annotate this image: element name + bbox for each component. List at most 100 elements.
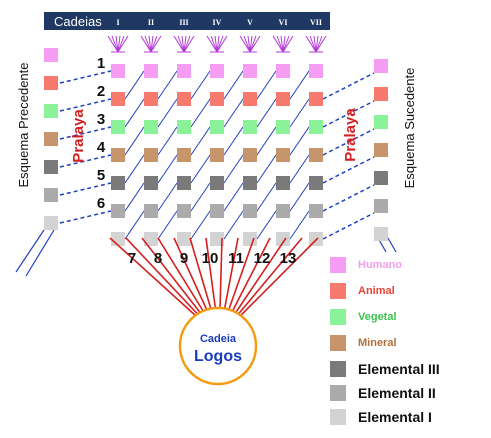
legend-swatch [330, 361, 346, 377]
chain-link [124, 126, 145, 156]
header-bar [44, 12, 330, 30]
fan-ray [247, 35, 251, 53]
square-mineral [210, 148, 224, 162]
fan-ray [150, 35, 154, 53]
square-humano [210, 64, 224, 78]
pralaya-right: Pralaya [342, 108, 359, 162]
square-elemental-iii [210, 176, 224, 190]
logos-fan-icon [107, 35, 129, 53]
header-label: Cadeias [54, 14, 102, 29]
square-animal [144, 92, 158, 106]
square-vegetal [276, 120, 290, 134]
round-line [222, 237, 239, 317]
logos-fan-icon [173, 35, 195, 53]
square-mineral [309, 148, 323, 162]
square-animal [243, 92, 257, 106]
fan-ray [315, 35, 327, 53]
square-elemental-iii [111, 176, 125, 190]
chain-link [190, 210, 211, 240]
dashed-link [59, 126, 112, 140]
fan-ray [309, 35, 317, 53]
square-humano [111, 64, 125, 78]
round-line [109, 237, 197, 317]
next-square-2 [374, 87, 388, 101]
chain-link [124, 154, 145, 184]
chain-numeral-3: III [179, 18, 188, 27]
square-elemental-ii [144, 204, 158, 218]
legend-label: Humano [358, 259, 402, 271]
square-elemental-iii [243, 176, 257, 190]
logos-fan-icon [272, 35, 294, 53]
fan-ray [216, 35, 224, 53]
round-number-2: 2 [97, 83, 105, 100]
prev-square-1 [44, 48, 58, 62]
chain-link [289, 98, 310, 128]
pralaya-left: Pralaya [70, 109, 87, 163]
round-line [173, 237, 211, 317]
chain-link [124, 182, 145, 212]
chain-numeral-7: VII [310, 18, 322, 27]
fan-ray [282, 35, 294, 53]
chain-link [190, 154, 211, 184]
round-line [229, 237, 271, 317]
fan-ray [150, 35, 158, 53]
prev-square-3 [44, 104, 58, 118]
chain-link [289, 182, 310, 212]
fan-ray [249, 35, 257, 53]
square-vegetal [177, 120, 191, 134]
square-elemental-ii [177, 204, 191, 218]
fan-ray [282, 35, 290, 53]
next-square-3 [374, 115, 388, 129]
square-elemental-i [111, 232, 125, 246]
square-elemental-iii [309, 176, 323, 190]
logos-fan-icon [305, 35, 327, 53]
legend-item-elemental-ii: Elemental II [330, 384, 436, 402]
next-square-1 [374, 59, 388, 73]
fan-ray [183, 35, 195, 53]
chain-link [157, 98, 178, 128]
legend-label: Elemental III [358, 361, 440, 377]
legend-item-vegetal: Vegetal [330, 308, 397, 326]
chain-link [157, 210, 178, 240]
legend-item-humano: Humano [330, 256, 402, 274]
chain-link [124, 210, 145, 240]
square-mineral [177, 148, 191, 162]
next-square-6 [374, 199, 388, 213]
square-animal [177, 92, 191, 106]
round-line [125, 237, 200, 317]
square-animal [111, 92, 125, 106]
dashed-link [59, 210, 112, 224]
dashed-link [59, 182, 112, 196]
square-elemental-iii [144, 176, 158, 190]
square-mineral [111, 148, 125, 162]
square-elemental-i [144, 232, 158, 246]
prev-square-5 [44, 160, 58, 174]
logos-fan-icon [206, 35, 228, 53]
fan-ray [117, 35, 121, 53]
square-vegetal [243, 120, 257, 134]
chain-numeral-5: V [247, 18, 253, 27]
fan-ray [117, 35, 129, 53]
square-vegetal [111, 120, 125, 134]
fan-ray [181, 35, 185, 53]
square-humano [144, 64, 158, 78]
round-line [141, 237, 204, 317]
round-number-6: 6 [97, 195, 105, 212]
dashed-link [322, 156, 375, 184]
fan-ray [140, 35, 152, 53]
chain-link [223, 182, 244, 212]
next-square-4 [374, 143, 388, 157]
chain-link [289, 154, 310, 184]
logos-circle [178, 306, 258, 386]
fan-ray [183, 35, 191, 53]
chain-link [256, 154, 277, 184]
exit-line [387, 237, 397, 253]
chain-link [190, 98, 211, 128]
fan-ray [210, 35, 218, 53]
fan-ray [216, 35, 220, 53]
legend-swatch [330, 309, 346, 325]
left-side-label: Esquema Precedente [16, 62, 31, 187]
square-humano [177, 64, 191, 78]
fan-ray [276, 35, 284, 53]
chain-link [157, 70, 178, 100]
